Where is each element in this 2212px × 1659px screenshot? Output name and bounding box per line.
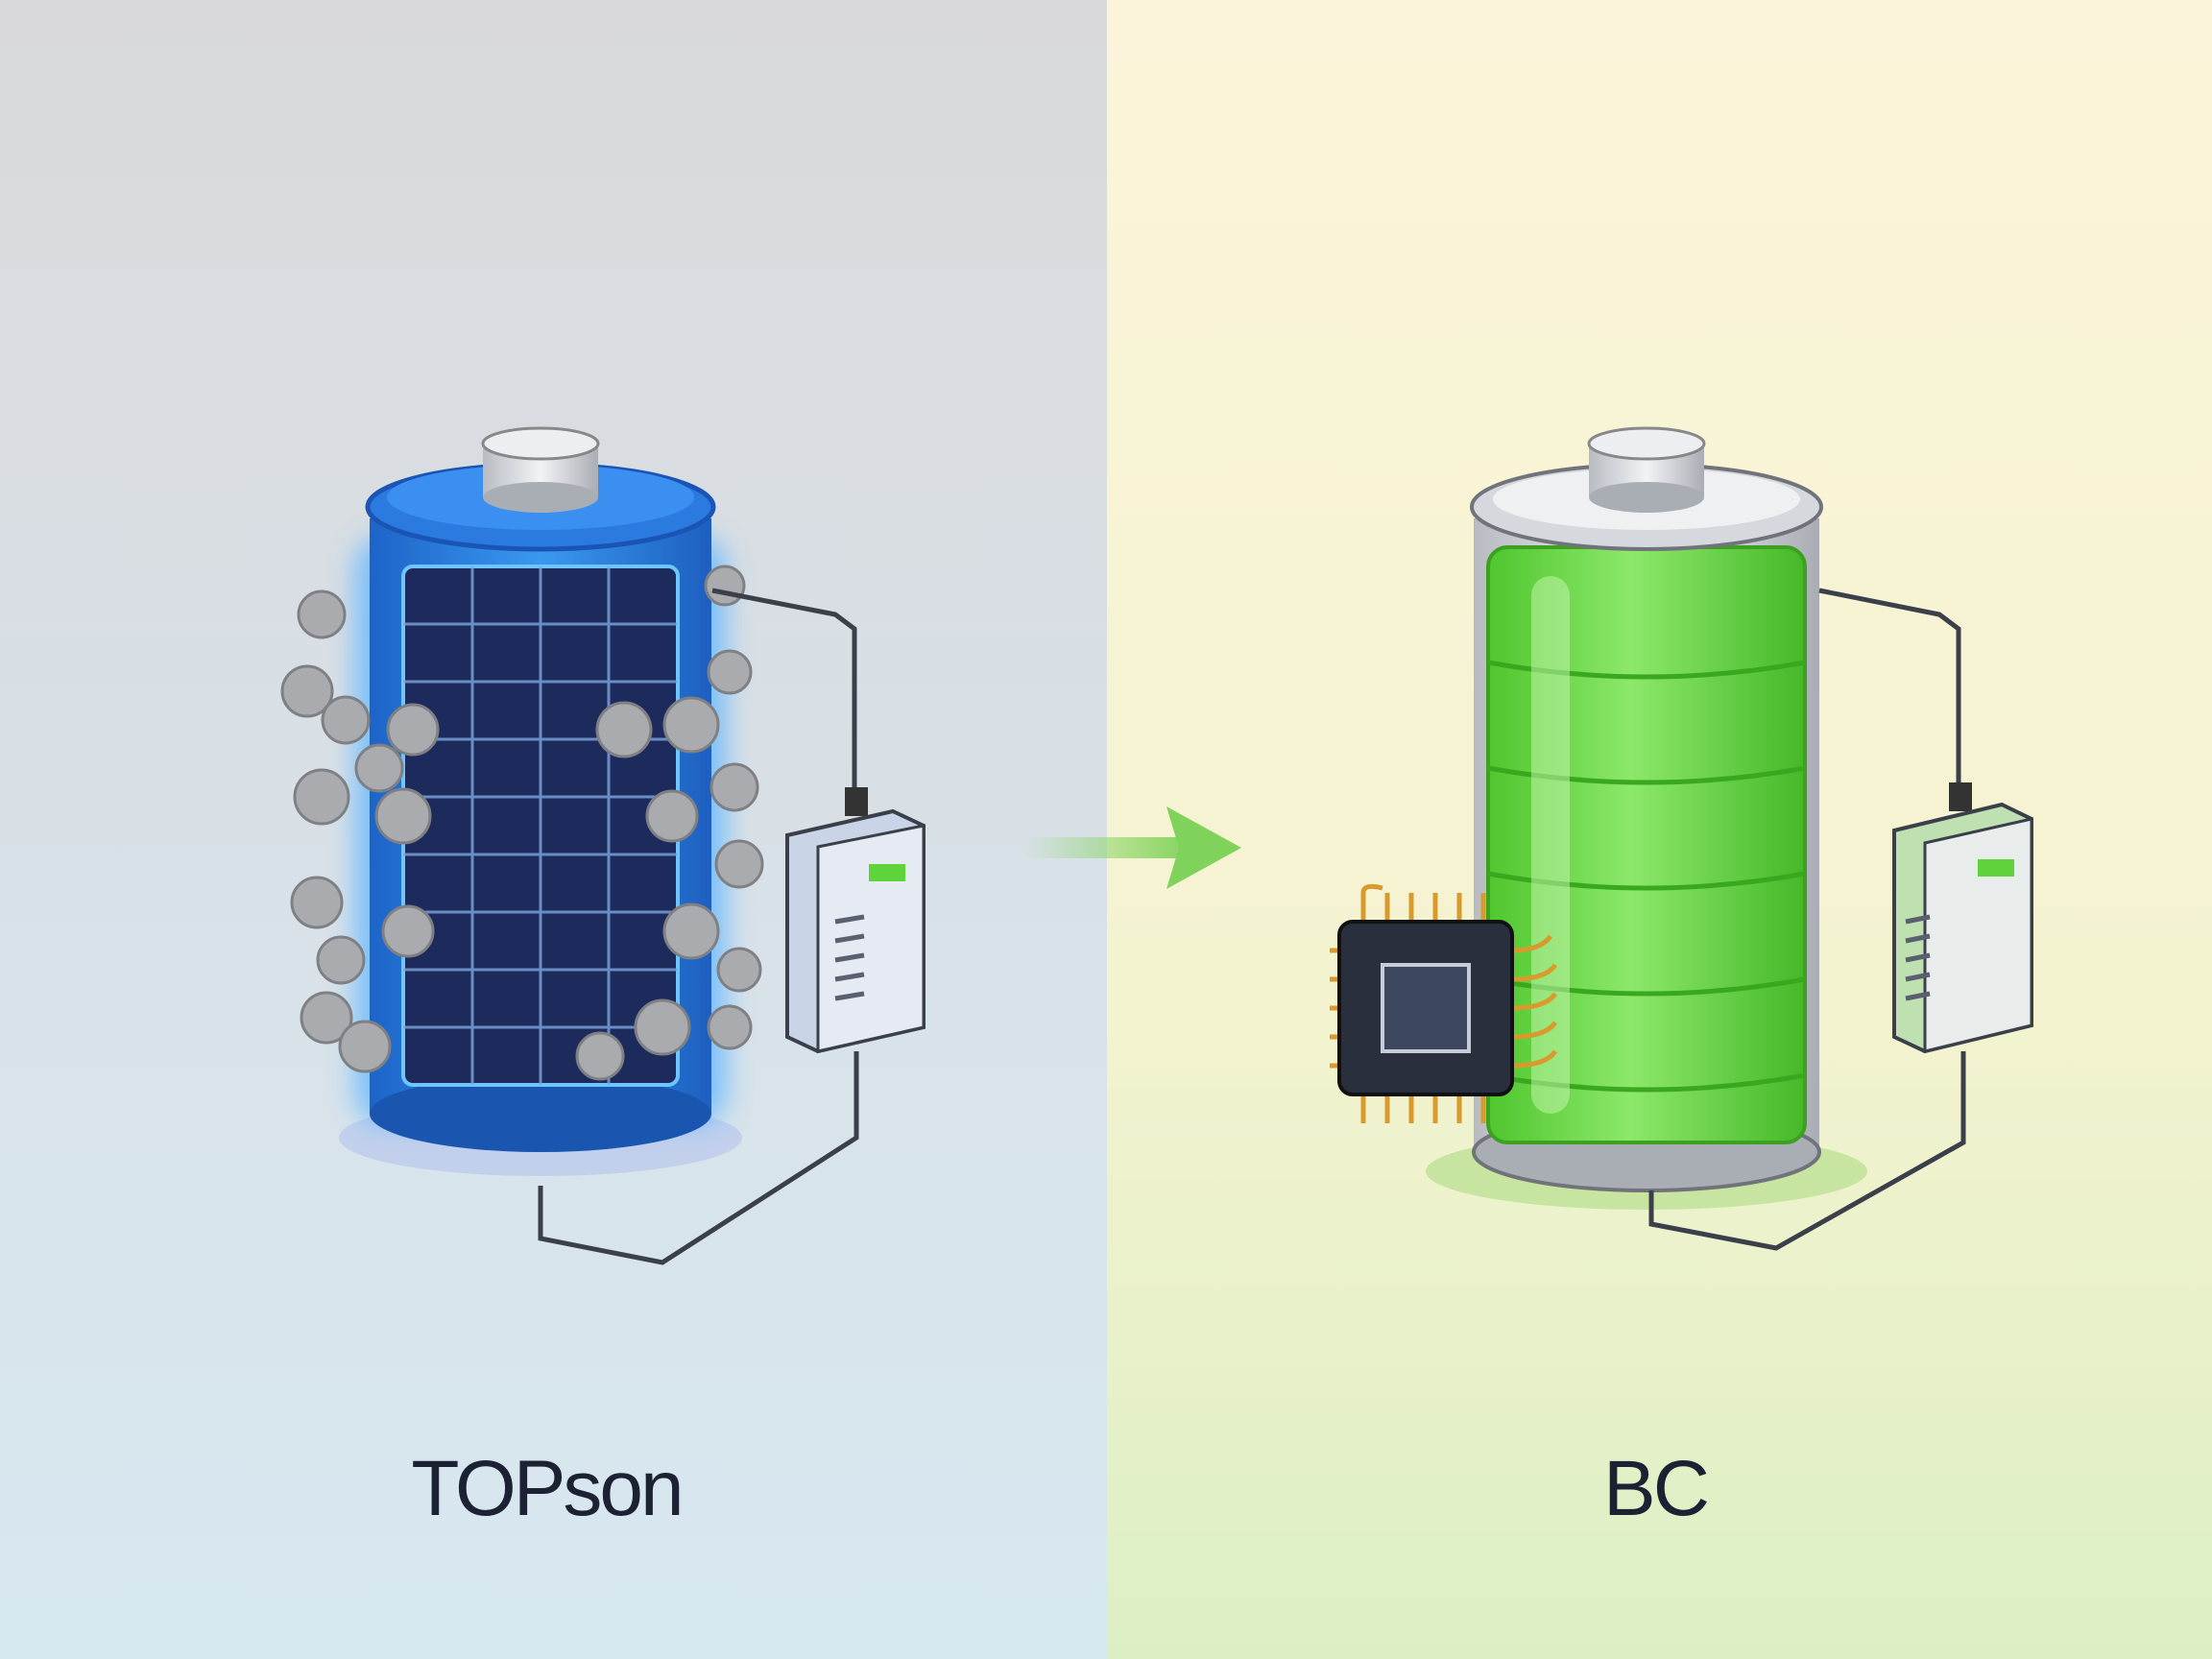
- right-wiring: [1648, 588, 1966, 1251]
- contamination-particles: [280, 565, 764, 1081]
- left-label: TOPson: [411, 1445, 681, 1532]
- left-wiring: [538, 588, 859, 1265]
- topcon-battery: [280, 426, 764, 1176]
- bc-battery: [1426, 426, 1867, 1210]
- transition-arrow-icon: [1022, 806, 1241, 889]
- right-controller-box: [1892, 782, 2033, 1054]
- right-label: BC: [1603, 1445, 1708, 1532]
- microchip-icon: [1330, 883, 1558, 1123]
- left-controller-box: [785, 787, 926, 1054]
